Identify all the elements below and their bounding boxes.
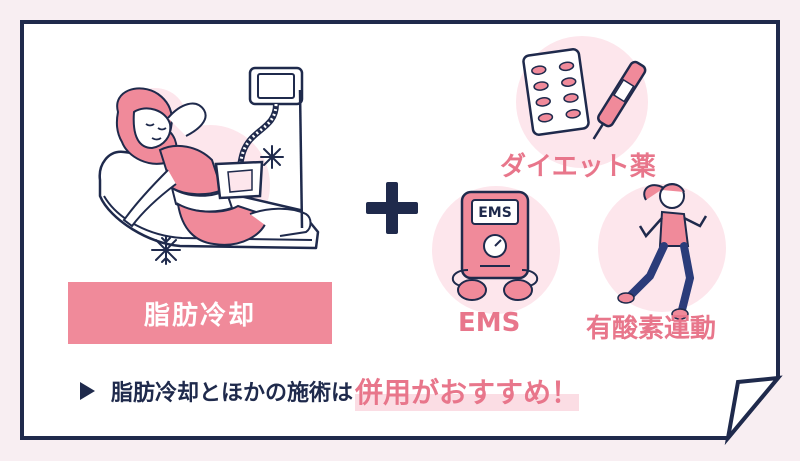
runner-icon (617, 183, 708, 320)
plus-icon (366, 182, 418, 234)
diet-medicine-label: ダイエット薬 (500, 152, 656, 182)
injection-pen-icon (592, 60, 647, 140)
aerobic-exercise-label: 有酸素運動 (586, 314, 717, 344)
snowflake-icon (260, 145, 284, 169)
ems-label: EMS (458, 308, 521, 338)
ems-screen-label: EMS (478, 205, 512, 221)
pill-blister-icon (522, 48, 590, 136)
recommendation-emphasis: 併用がおすすめ！ (355, 371, 580, 411)
cryolipolysis-illustration (98, 66, 320, 250)
recommendation-line: 脂肪冷却とほかの施術は 併用がおすすめ！ (80, 371, 580, 411)
cryolipolysis-label: 脂肪冷却 (68, 282, 332, 344)
snowflake-icon (151, 235, 181, 265)
recommendation-lead: 脂肪冷却とほかの施術は (111, 381, 354, 406)
play-triangle-icon (80, 382, 95, 400)
ems-device-icon (452, 190, 538, 301)
